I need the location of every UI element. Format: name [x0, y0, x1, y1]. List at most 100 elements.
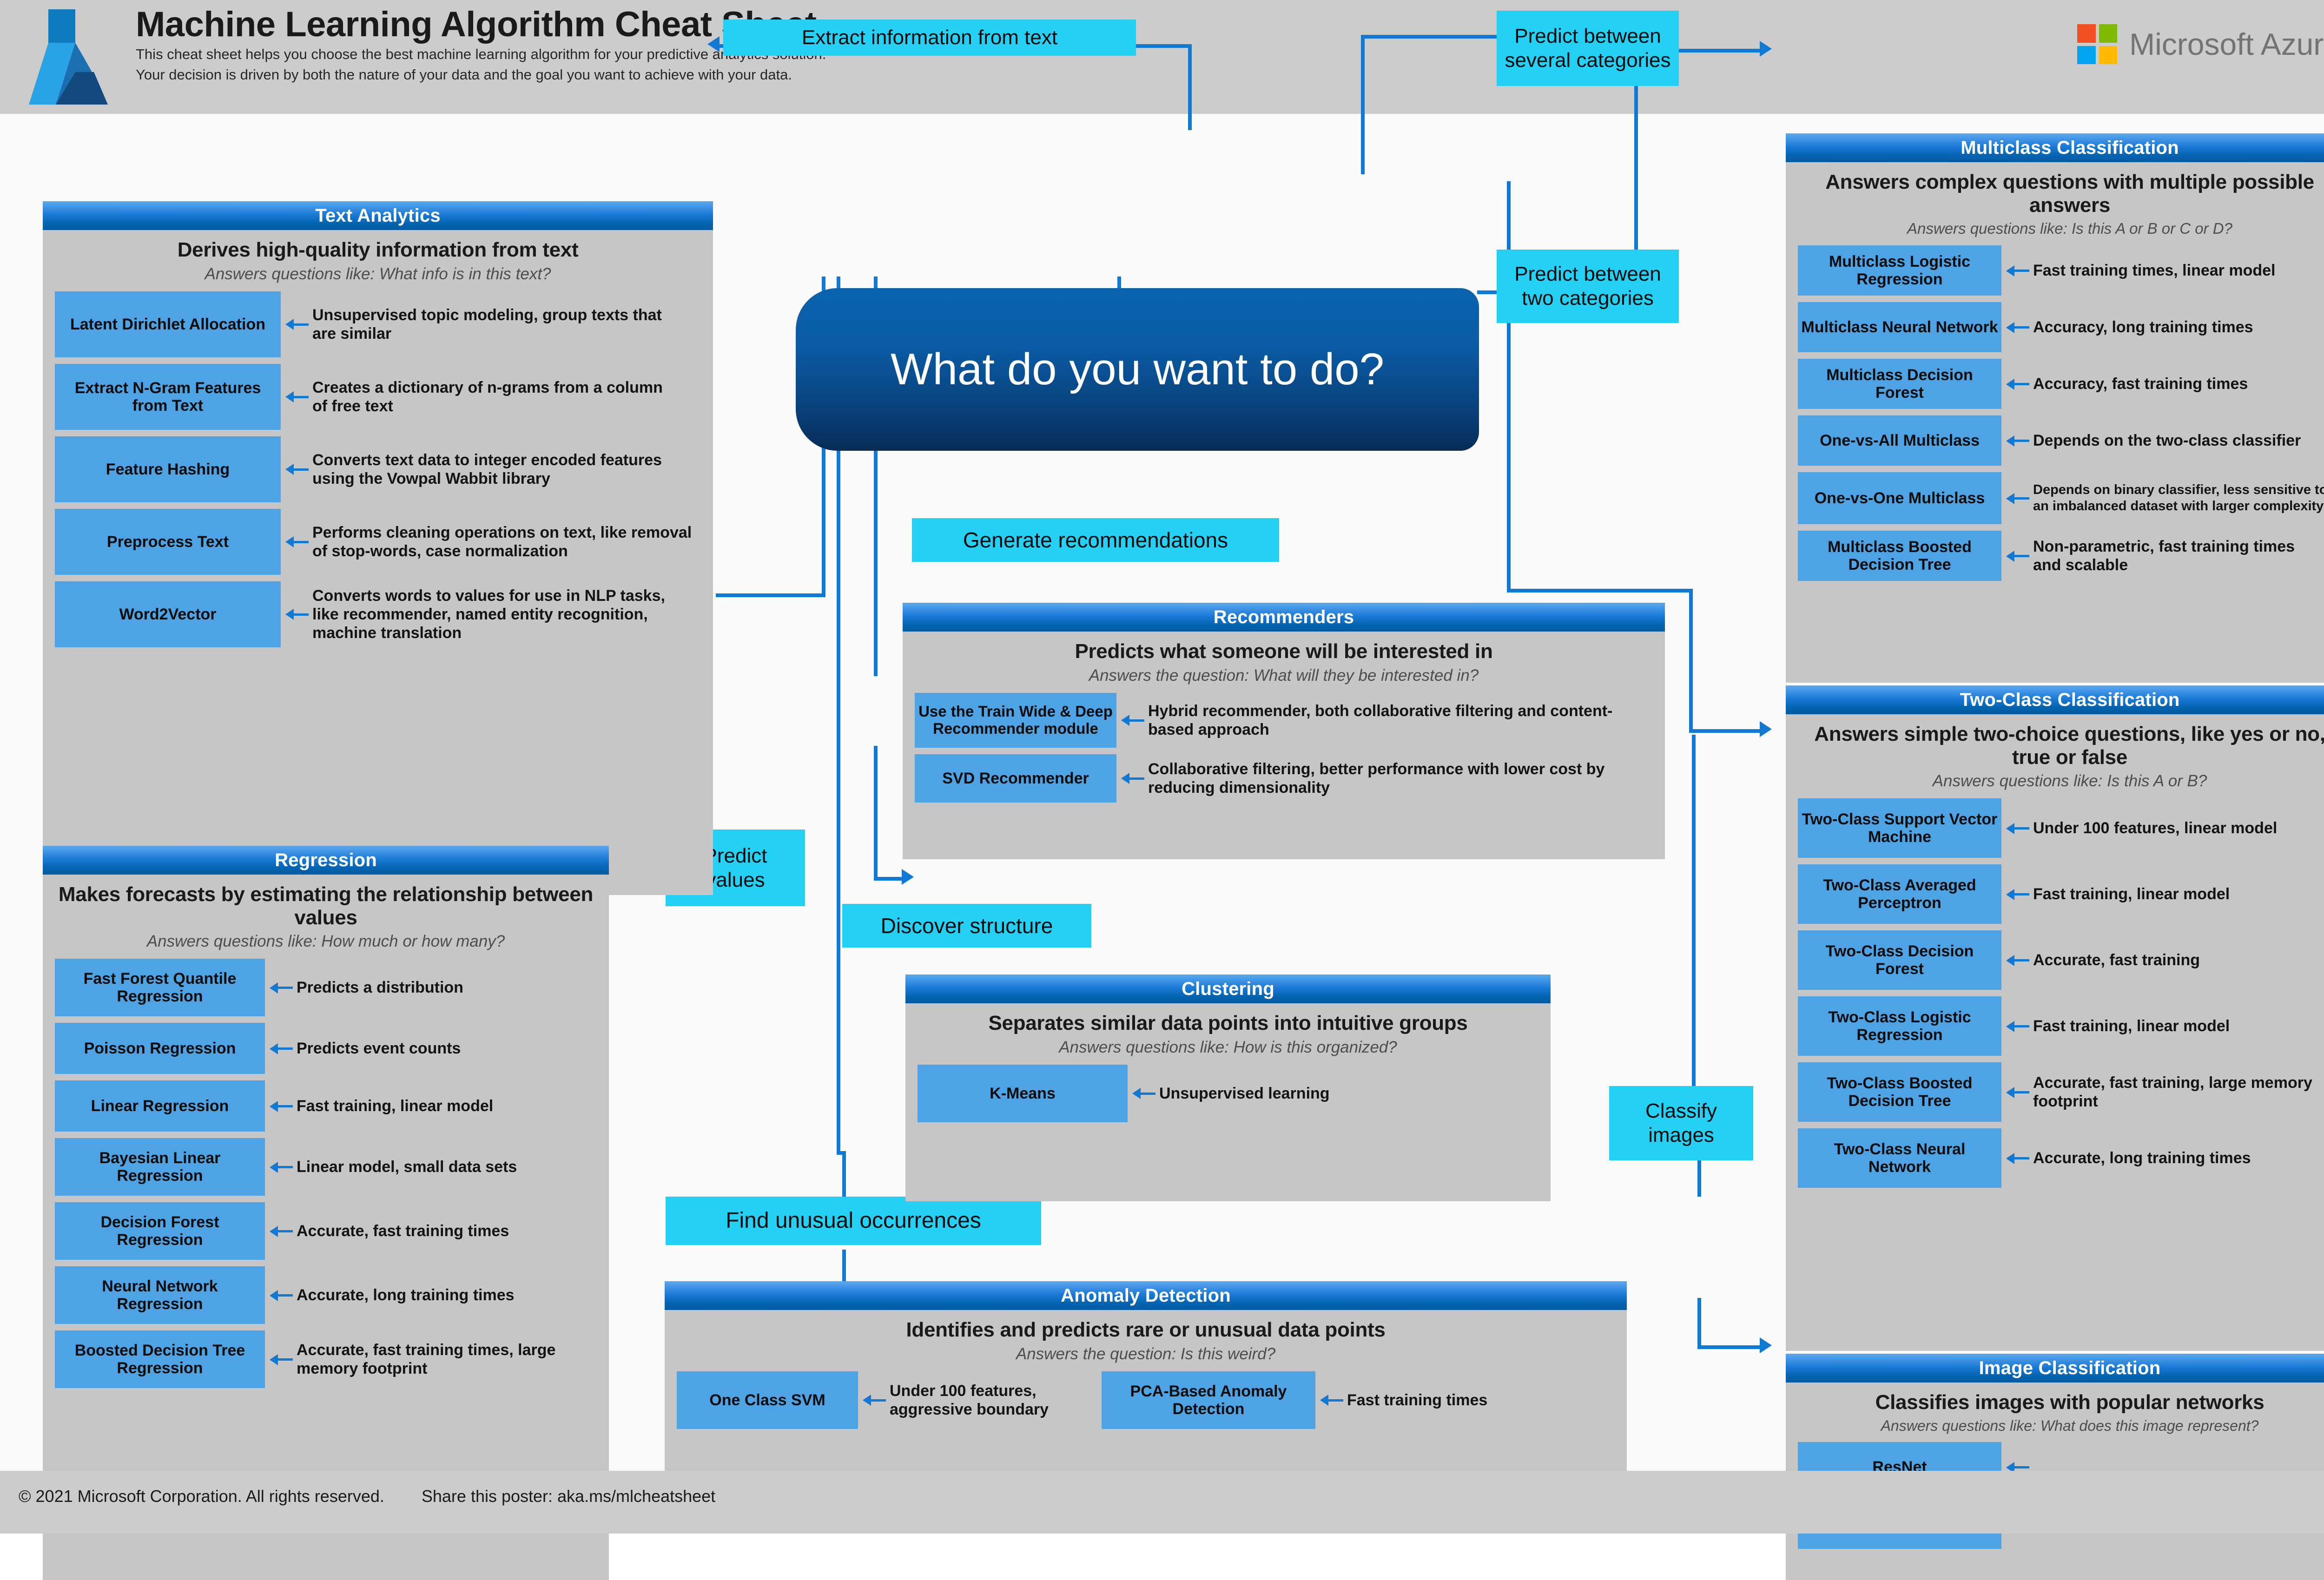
- arrow-left-icon: [281, 606, 310, 622]
- algorithm-chip[interactable]: Boosted Decision Tree Regression: [55, 1330, 265, 1389]
- algorithm-row[interactable]: Bayesian Linear Regression Linear model,…: [55, 1138, 597, 1196]
- arrow-left-icon: [265, 1223, 294, 1239]
- algorithm-list: One Class SVM Under 100 features, aggres…: [677, 1371, 1615, 1429]
- panel-multiclass-classification: Multiclass Classification Answers comple…: [1786, 133, 2324, 683]
- algorithm-chip[interactable]: Extract N-Gram Features from Text: [55, 363, 281, 430]
- algorithm-note: Accurate, fast training times, large mem…: [297, 1341, 556, 1378]
- algorithm-row[interactable]: One Class SVM Under 100 features, aggres…: [677, 1371, 1091, 1429]
- flow-label-predict-between-two-categories[interactable]: Predict between two categories: [1497, 250, 1679, 323]
- algorithm-chip[interactable]: K-Means: [918, 1064, 1128, 1122]
- algorithm-row[interactable]: Latent Dirichlet Allocation Unsupervised…: [55, 291, 701, 357]
- algorithm-chip[interactable]: One-vs-All Multiclass: [1798, 415, 2001, 466]
- algorithm-chip[interactable]: One Class SVM: [677, 1371, 858, 1429]
- algorithm-row[interactable]: Multiclass Decision Forest Accuracy, fas…: [1798, 359, 2324, 409]
- algorithm-row[interactable]: Neural Network Regression Accurate, long…: [55, 1266, 597, 1324]
- flow-label-generate-recommendations[interactable]: Generate recommendations: [912, 518, 1279, 562]
- panel-recommenders: Recommenders Predicts what someone will …: [903, 603, 1665, 859]
- flow-label-extract-information-from-text[interactable]: Extract information from text: [723, 20, 1136, 56]
- algorithm-row[interactable]: Two-Class Support Vector Machine Under 1…: [1798, 798, 2324, 858]
- algorithm-row[interactable]: Boosted Decision Tree Regression Accurat…: [55, 1330, 597, 1389]
- algorithm-row[interactable]: SVD Recommender Collaborative filtering,…: [915, 754, 1653, 803]
- arrow-left-icon: [2001, 886, 2030, 902]
- algorithm-note: Unsupervised topic modeling, group texts…: [312, 306, 662, 342]
- panel-header-recommenders: Recommenders: [903, 603, 1665, 632]
- algorithm-chip[interactable]: Neural Network Regression: [55, 1266, 265, 1324]
- algorithm-chip[interactable]: Two-Class Support Vector Machine: [1798, 798, 2001, 858]
- flow-label-text: Find unusual occurrences: [726, 1208, 981, 1233]
- panel-subtitle: Answers questions like: What does this i…: [1881, 1417, 2259, 1434]
- algorithm-row[interactable]: Extract N-Gram Features from Text Create…: [55, 363, 701, 430]
- algorithm-note: Accuracy, long training times: [2033, 318, 2253, 336]
- algorithm-row[interactable]: One-vs-One Multiclass Depends on binary …: [1798, 472, 2324, 525]
- algorithm-chip[interactable]: Multiclass Neural Network: [1798, 302, 2001, 353]
- azure-logo-icon: [29, 9, 108, 105]
- algorithm-chip[interactable]: PCA-Based Anomaly Detection: [1102, 1371, 1315, 1429]
- algorithm-row[interactable]: Use the Train Wide & Deep Recommender mo…: [915, 692, 1653, 748]
- algorithm-row[interactable]: Two-Class Averaged Perceptron Fast train…: [1798, 864, 2324, 924]
- panel-title: Answers simple two-choice questions, lik…: [1814, 723, 2324, 769]
- algorithm-chip[interactable]: Word2Vector: [55, 581, 281, 647]
- algorithm-chip[interactable]: Multiclass Logistic Regression: [1798, 245, 2001, 296]
- panel-title: Classifies images with popular networks: [1875, 1391, 2265, 1414]
- algorithm-row[interactable]: Multiclass Boosted Decision Tree Non-par…: [1798, 531, 2324, 581]
- algorithm-row[interactable]: Linear Regression Fast training, linear …: [55, 1080, 597, 1132]
- algorithm-note: Fast training times, linear model: [2033, 261, 2276, 279]
- algorithm-note: Under 100 features, aggressive boundary: [890, 1382, 1049, 1418]
- algorithm-list: Multiclass Logistic Regression Fast trai…: [1798, 245, 2324, 581]
- algorithm-chip[interactable]: Multiclass Boosted Decision Tree: [1798, 531, 2001, 581]
- flow-label-discover-structure[interactable]: Discover structure: [842, 904, 1091, 948]
- algorithm-chip[interactable]: Multiclass Decision Forest: [1798, 359, 2001, 409]
- algorithm-chip[interactable]: Two-Class Neural Network: [1798, 1128, 2001, 1188]
- algorithm-row[interactable]: Two-Class Neural Network Accurate, long …: [1798, 1128, 2324, 1188]
- algorithm-row[interactable]: Multiclass Neural Network Accuracy, long…: [1798, 302, 2324, 353]
- algorithm-row[interactable]: Two-Class Decision Forest Accurate, fast…: [1798, 930, 2324, 990]
- algorithm-chip[interactable]: Preprocess Text: [55, 508, 281, 575]
- algorithm-chip[interactable]: Bayesian Linear Regression: [55, 1138, 265, 1196]
- algorithm-row[interactable]: Two-Class Logistic Regression Fast train…: [1798, 996, 2324, 1056]
- algorithm-chip[interactable]: Use the Train Wide & Deep Recommender mo…: [915, 692, 1116, 748]
- algorithm-row[interactable]: Feature Hashing Converts text data to in…: [55, 436, 701, 502]
- algorithm-chip[interactable]: Two-Class Averaged Perceptron: [1798, 864, 2001, 924]
- arrow-left-icon: [281, 316, 310, 332]
- algorithm-row[interactable]: Decision Forest Regression Accurate, fas…: [55, 1202, 597, 1260]
- algorithm-row[interactable]: K-Means Unsupervised learning: [918, 1064, 1538, 1122]
- panel-header-label: Text Analytics: [315, 205, 441, 226]
- algorithm-chip[interactable]: One-vs-One Multiclass: [1798, 472, 2001, 525]
- algorithm-row[interactable]: Multiclass Logistic Regression Fast trai…: [1798, 245, 2324, 296]
- algorithm-row[interactable]: PCA-Based Anomaly Detection Fast trainin…: [1102, 1371, 1549, 1429]
- algorithm-row[interactable]: Two-Class Boosted Decision Tree Accurate…: [1798, 1062, 2324, 1122]
- panel-header-regression: Regression: [43, 846, 609, 875]
- flow-label-text: Generate recommendations: [963, 527, 1228, 552]
- panel-subtitle: Answers questions like: What info is in …: [205, 264, 551, 283]
- algorithm-row[interactable]: Fast Forest Quantile Regression Predicts…: [55, 959, 597, 1017]
- panel-anomaly-detection: Anomaly Detection Identifies and predict…: [665, 1281, 1627, 1486]
- algorithm-chip[interactable]: Two-Class Decision Forest: [1798, 930, 2001, 990]
- algorithm-chip[interactable]: Two-Class Logistic Regression: [1798, 996, 2001, 1056]
- flow-label-text: Predict values: [703, 844, 767, 891]
- algorithm-chip[interactable]: Feature Hashing: [55, 436, 281, 502]
- algorithm-row[interactable]: Word2Vector Converts words to values for…: [55, 581, 701, 647]
- arrow-left-icon: [281, 389, 310, 405]
- panel-header-label: Recommenders: [1213, 606, 1354, 627]
- algorithm-note: Linear model, small data sets: [297, 1158, 517, 1176]
- algorithm-row[interactable]: Preprocess Text Performs cleaning operat…: [55, 508, 701, 575]
- arrow-left-icon: [2001, 548, 2030, 564]
- algorithm-chip[interactable]: Linear Regression: [55, 1080, 265, 1132]
- algorithm-row[interactable]: One-vs-All Multiclass Depends on the two…: [1798, 415, 2324, 466]
- panel-header-label: Anomaly Detection: [1061, 1285, 1231, 1306]
- algorithm-chip[interactable]: Decision Forest Regression: [55, 1202, 265, 1260]
- algorithm-list: Latent Dirichlet Allocation Unsupervised…: [55, 291, 701, 647]
- flow-label-find-unusual-occurrences[interactable]: Find unusual occurrences: [666, 1197, 1041, 1245]
- flow-label-predict-between-several-categories[interactable]: Predict between several categories: [1497, 11, 1679, 86]
- algorithm-chip[interactable]: Fast Forest Quantile Regression: [55, 959, 265, 1017]
- microsoft-azure-logo: Microsoft Azure: [2077, 24, 2324, 64]
- algorithm-list: Fast Forest Quantile Regression Predicts…: [55, 959, 597, 1389]
- share-link[interactable]: Share this poster: aka.ms/mlcheatsheet: [421, 1487, 716, 1506]
- algorithm-chip[interactable]: SVD Recommender: [915, 754, 1116, 803]
- flow-label-classify-images[interactable]: Classify images: [1609, 1086, 1753, 1160]
- algorithm-chip[interactable]: Two-Class Boosted Decision Tree: [1798, 1062, 2001, 1122]
- algorithm-row[interactable]: Poisson Regression Predicts event counts: [55, 1023, 597, 1074]
- algorithm-chip[interactable]: Latent Dirichlet Allocation: [55, 291, 281, 357]
- panel-header-multiclass-classification: Multiclass Classification: [1786, 133, 2324, 162]
- algorithm-chip[interactable]: Poisson Regression: [55, 1023, 265, 1074]
